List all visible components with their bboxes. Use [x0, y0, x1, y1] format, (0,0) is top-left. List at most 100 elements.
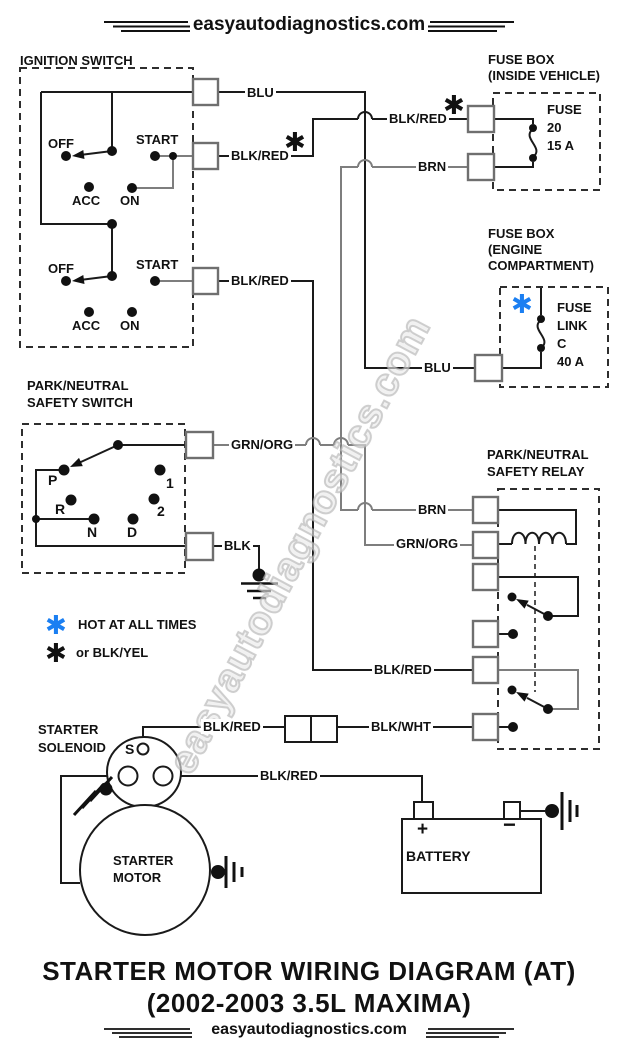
battery-plus: +	[417, 819, 429, 840]
fuse-link-id: C	[557, 336, 567, 351]
pn-pos-r: R	[55, 501, 66, 517]
relay-coil	[511, 531, 567, 545]
fuse-box-engine-title1: FUSE BOX	[488, 226, 555, 241]
pn-pos-d: D	[127, 524, 138, 540]
solenoid-terminal-s-label: S	[125, 741, 135, 757]
battery-minus: −	[503, 812, 516, 837]
relay-contacts	[507, 592, 553, 732]
ignition-internals	[40, 91, 193, 282]
solenoid-mount-ground	[72, 775, 114, 817]
fuse-box-inside-title2: (INSIDE VEHICLE)	[488, 68, 600, 83]
wire-label-blk: BLK	[222, 538, 253, 553]
asterisk-fusebox: ✱	[443, 90, 465, 120]
pn-relay-box	[497, 488, 600, 750]
ignition-switch-box	[19, 67, 194, 348]
legend-hot-text: HOT AT ALL TIMES	[78, 617, 197, 632]
battery-label: BATTERY	[406, 848, 471, 864]
connector-squares	[184, 77, 504, 742]
ignition-conn-1	[191, 77, 220, 107]
pn-switch-title2: SAFETY SWITCH	[27, 395, 133, 410]
fuse-box-engine-title2: (ENGINE	[488, 242, 543, 257]
diagram-title-line1: STARTER MOTOR WIRING DIAGRAM (AT)	[42, 956, 576, 986]
hop-grn-org-1	[305, 437, 321, 446]
fusebox-conn-2	[466, 152, 496, 182]
ignition-on-top: ON	[120, 193, 140, 208]
legend-alt-text: or BLK/YEL	[76, 645, 149, 660]
ignition-acc-bottom: ACC	[72, 318, 101, 333]
fuse-box-engine-title3: COMPARTMENT)	[488, 258, 594, 273]
relay-conn-6	[471, 712, 500, 742]
battery-ground	[545, 792, 579, 830]
relay-internals	[498, 509, 579, 728]
motor-ground	[211, 856, 244, 888]
relay-conn-4	[471, 619, 500, 649]
hot-asterisk-engine-fuse: ✱	[511, 289, 533, 319]
pn-relay-title2: SAFETY RELAY	[487, 464, 585, 479]
wire-label-grn-org-relay: GRN/ORG	[394, 536, 461, 551]
relay-coil-loop	[498, 509, 577, 545]
legend-alt-asterisk: ✱	[45, 638, 67, 668]
pn-switch-title1: PARK/NEUTRAL	[27, 378, 129, 393]
ignition-start-bottom: START	[136, 257, 179, 272]
relay-arrow2	[516, 692, 529, 702]
motor-title1: STARTER	[113, 853, 174, 868]
wire-label-blk-red-ign-top: BLK/RED	[229, 148, 291, 163]
wire-label-blk-wht: BLK/WHT	[369, 719, 433, 734]
wire-label-blk-red-solenoid: BLK/RED	[201, 719, 263, 734]
wire-label-blu: BLU	[245, 85, 276, 100]
pn-arrow	[70, 457, 83, 467]
wire-motor-loop	[60, 775, 118, 884]
pn-switch-conn-1	[184, 430, 215, 460]
off-arrow-bottom	[72, 275, 85, 284]
fuse-inside-internals	[494, 118, 538, 168]
ignition-switch-title: IGNITION SWITCH	[20, 53, 133, 68]
ignition-off-top: OFF	[48, 136, 74, 151]
solenoid-title2: SOLENOID	[38, 740, 106, 755]
wire-label-grn-org-switch: GRN/ORG	[229, 437, 296, 452]
fuse-link-label2: LINK	[557, 318, 588, 333]
ignition-off-bottom: OFF	[48, 261, 74, 276]
hop-blk-red-top	[357, 111, 373, 120]
fuse-box-inside-title1: FUSE BOX	[488, 52, 555, 67]
pn-switch-conn-2	[184, 531, 215, 562]
off-arrow-top	[72, 150, 85, 159]
wire-label-brn-relay: BRN	[416, 502, 449, 517]
legend-hot-asterisk: ✱	[45, 610, 67, 640]
header-rules	[104, 21, 514, 32]
ignition-conn-3	[191, 266, 220, 296]
ignition-contacts	[61, 146, 177, 317]
solenoid-title1: STARTER	[38, 722, 99, 737]
fuse-link-label: FUSE	[557, 300, 592, 315]
wire-label-blk-red-relay: BLK/RED	[372, 662, 434, 677]
battery-post-pos	[413, 801, 434, 820]
relay-arrow1	[516, 599, 529, 609]
wire-label-blk-red-fusebox: BLK/RED	[387, 111, 449, 126]
wire-label-blk-red-ign-bottom: BLK/RED	[229, 273, 291, 288]
ignition-start-top: START	[136, 132, 179, 147]
fuse-link-rating: 40 A	[557, 354, 584, 369]
fusebox-conn-1	[466, 104, 496, 134]
pn-pos-2: 2	[157, 503, 165, 519]
wire-blu	[218, 91, 475, 369]
asterisk-ignition: ✱	[284, 127, 306, 157]
fuse-box-engine-box	[499, 286, 609, 388]
pn-switch-internals	[35, 444, 186, 547]
footer-rules	[104, 1028, 514, 1038]
engine-fuse-conn	[473, 353, 504, 383]
ignition-conn-2	[191, 141, 220, 171]
wire-label-brn-fusebox: BRN	[416, 159, 449, 174]
fuse-label: FUSE	[547, 102, 582, 117]
relay-conn-5	[471, 655, 500, 685]
pn-relay-title1: PARK/NEUTRAL	[487, 447, 589, 462]
pn-pos-n: N	[87, 524, 98, 540]
relay-switch1-loop	[498, 576, 579, 617]
solenoid-terminal-s	[136, 742, 150, 756]
dashed-boxes	[19, 67, 609, 750]
footer-site: easyautodiagnostics.com	[211, 1021, 407, 1038]
starter-motor-body	[79, 804, 211, 936]
fuse-box-inside-box	[492, 92, 601, 191]
pn-switch-box	[21, 423, 186, 574]
battery-body	[401, 818, 542, 894]
motor-title2: MOTOR	[113, 870, 162, 885]
